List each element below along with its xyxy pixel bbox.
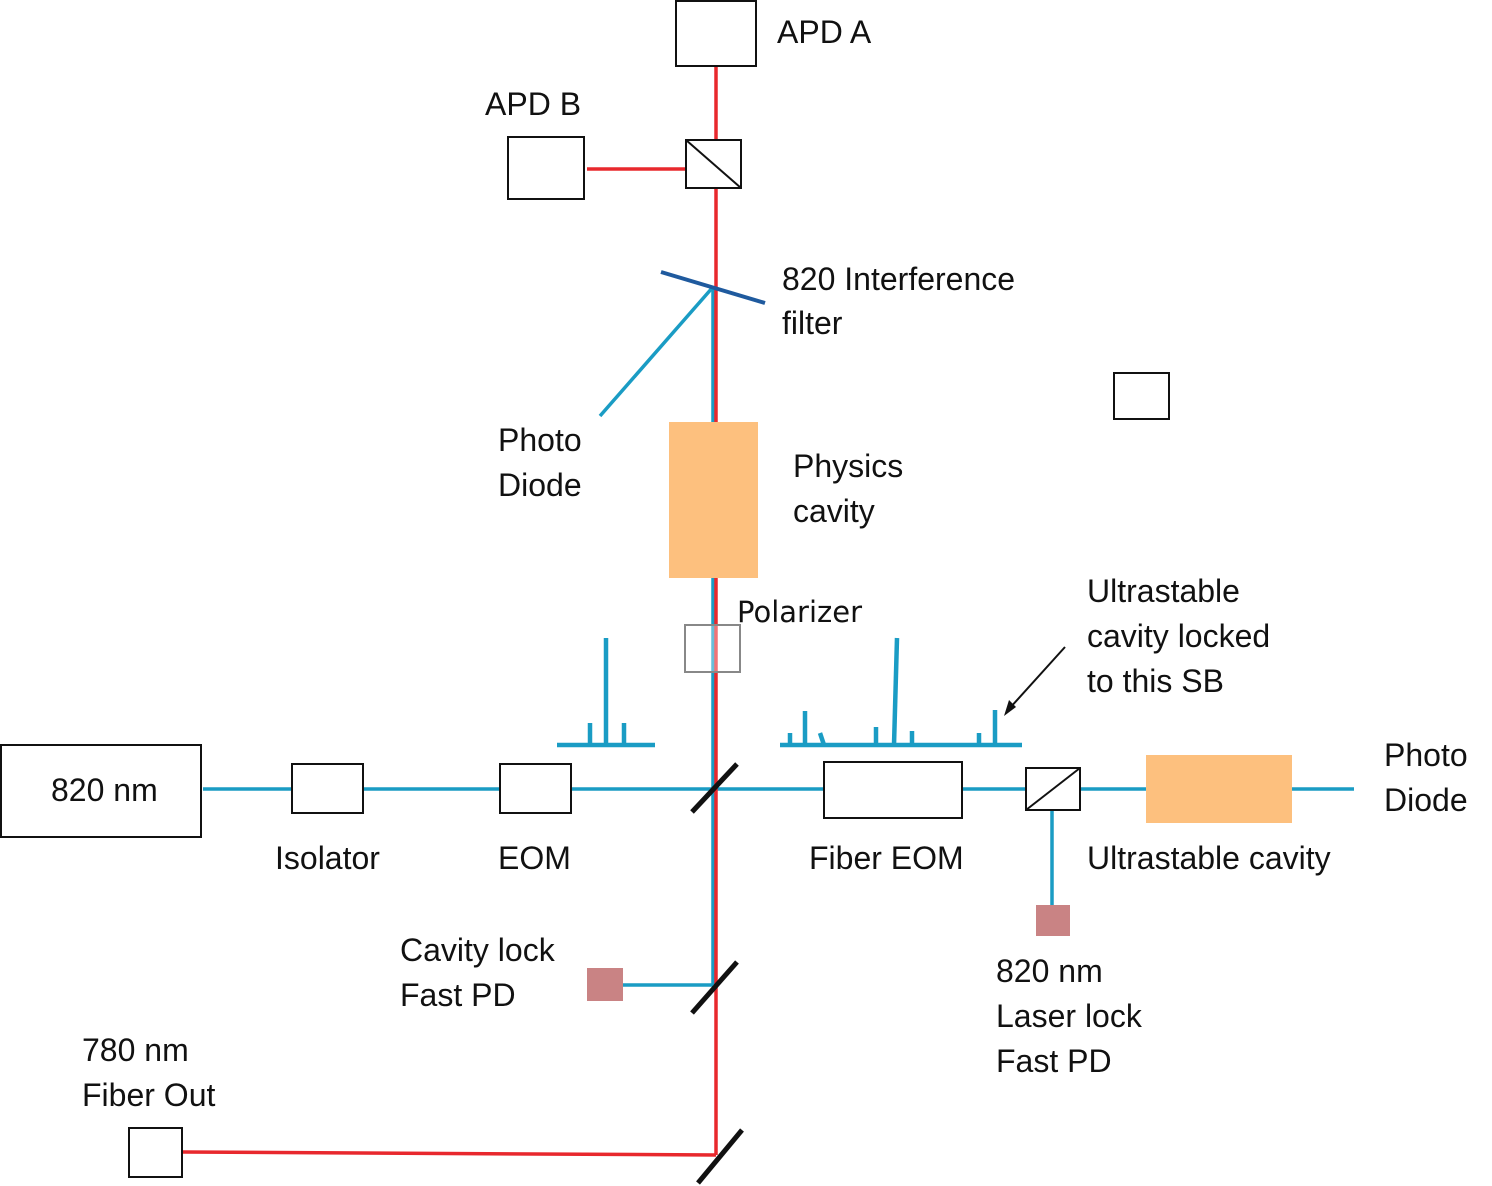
label-interference-filter-1: 820 Interference bbox=[782, 261, 1015, 297]
label-cavity-lock-1: Cavity lock bbox=[400, 932, 556, 968]
beam-820-reflected-to-photodiode bbox=[598, 285, 715, 418]
spectrum-fiber-eom bbox=[780, 637, 1022, 748]
apd-a-detector bbox=[675, 0, 757, 67]
ultrastable-cavity bbox=[1146, 755, 1292, 823]
fiber-out-box bbox=[128, 1127, 183, 1178]
mirror-center bbox=[690, 762, 739, 814]
label-photodiode-right-1: Photo bbox=[1384, 737, 1468, 773]
cavity-lock-fast-pd bbox=[587, 968, 623, 1001]
label-laser-lock-3: Fast PD bbox=[996, 1043, 1112, 1079]
eom bbox=[499, 763, 572, 814]
mirror-cavity-lock bbox=[690, 960, 739, 1015]
polarizing-beam-splitter-right bbox=[1025, 767, 1081, 811]
label-polarizer: Polarizer bbox=[737, 595, 862, 629]
label-physics-cavity-2: cavity bbox=[793, 493, 875, 529]
mirror-bottom bbox=[696, 1128, 744, 1185]
label-isolator: Isolator bbox=[275, 840, 380, 876]
empty-component-box bbox=[1113, 372, 1170, 420]
spectrum-eom bbox=[557, 638, 655, 748]
label-cavity-lock-2: Fast PD bbox=[400, 977, 516, 1013]
label-photodiode-top-2: Diode bbox=[498, 467, 582, 503]
interference-filter bbox=[660, 270, 766, 305]
label-fiber-out-2: Fiber Out bbox=[82, 1077, 215, 1113]
fiber-eom bbox=[823, 761, 963, 819]
label-eom: EOM bbox=[498, 840, 571, 876]
laser-820-box bbox=[0, 744, 202, 838]
label-ultrastable-note-1: Ultrastable bbox=[1087, 573, 1240, 609]
label-laser-lock-2: Laser lock bbox=[996, 998, 1143, 1034]
polarizing-beam-splitter-top bbox=[685, 139, 742, 189]
label-photodiode-top-1: Photo bbox=[498, 422, 582, 458]
label-ultrastable-cavity: Ultrastable cavity bbox=[1087, 840, 1331, 876]
sideband-annotation-arrow bbox=[1004, 646, 1066, 716]
label-laser-lock-1: 820 nm bbox=[996, 953, 1103, 989]
label-interference-filter-2: filter bbox=[782, 305, 843, 341]
label-apd-a: APD A bbox=[777, 14, 872, 50]
apd-b-detector bbox=[507, 136, 585, 200]
label-photodiode-right-2: Diode bbox=[1384, 782, 1468, 818]
label-ultrastable-note-3: to this SB bbox=[1087, 663, 1224, 699]
isolator bbox=[291, 763, 364, 814]
label-apd-b: APD B bbox=[485, 86, 581, 122]
physics-cavity bbox=[669, 422, 758, 578]
label-physics-cavity-1: Physics bbox=[793, 448, 903, 484]
label-fiber-eom: Fiber EOM bbox=[809, 840, 964, 876]
laser-lock-fast-pd bbox=[1036, 905, 1070, 936]
beam-780-from-fiber bbox=[182, 1150, 717, 1157]
polarizer bbox=[684, 624, 741, 673]
label-ultrastable-note-2: cavity locked bbox=[1087, 618, 1270, 654]
label-laser-820: 820 nm bbox=[51, 772, 158, 808]
label-fiber-out-1: 780 nm bbox=[82, 1032, 189, 1068]
